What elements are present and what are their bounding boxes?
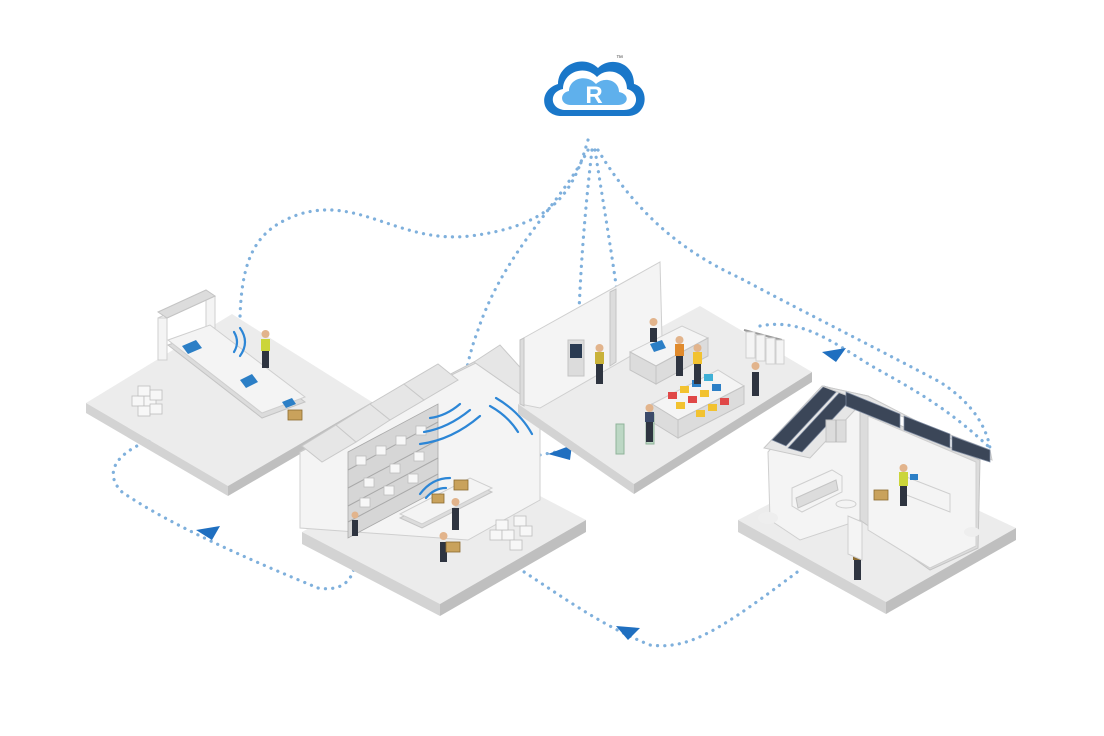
arrow-icon [196, 526, 220, 540]
worker-icon [439, 532, 461, 562]
connection-paths [111, 138, 992, 648]
shopper-icon [595, 344, 604, 384]
cloud-logo: R ™ [544, 55, 645, 116]
rfid-signal-icon [418, 396, 534, 500]
sofa-icon [791, 469, 843, 513]
kiosk-icon [567, 339, 585, 377]
store-to-home-path [758, 322, 992, 450]
cloud-to-production-path [238, 138, 590, 347]
logo-trademark: ™ [616, 55, 623, 62]
flow-arrows [196, 348, 846, 640]
retail-store-scene [518, 261, 812, 494]
resident-icon [899, 464, 918, 506]
cloud-to-store-path-b [593, 148, 626, 347]
conveyor-icon [166, 324, 307, 419]
box-stack-icon [489, 515, 533, 551]
cloud-to-store-path-a [576, 148, 594, 342]
shopper-icon [751, 362, 760, 396]
home-scene [738, 385, 1016, 614]
cloud-to-warehouse-path [450, 148, 590, 500]
arrow-icon [616, 626, 640, 640]
shopper-icon [645, 404, 654, 442]
warehouse-to-home-path [516, 566, 802, 648]
clothing-rack-icon [743, 329, 785, 365]
arrow-icon [548, 445, 572, 460]
worker-icon [451, 498, 460, 530]
worker-icon [351, 511, 359, 536]
rfid-gate-icon [156, 289, 217, 361]
shopper-icon [693, 344, 702, 384]
worker-icon [261, 330, 270, 368]
solar-panel-icon [763, 385, 993, 463]
clerk-icon [649, 318, 658, 342]
logo-letter: R [585, 82, 602, 109]
shopper-icon [675, 336, 684, 376]
arrow-icon [822, 348, 846, 362]
production-to-warehouse-path [111, 438, 357, 591]
box-stack-icon [131, 385, 163, 417]
